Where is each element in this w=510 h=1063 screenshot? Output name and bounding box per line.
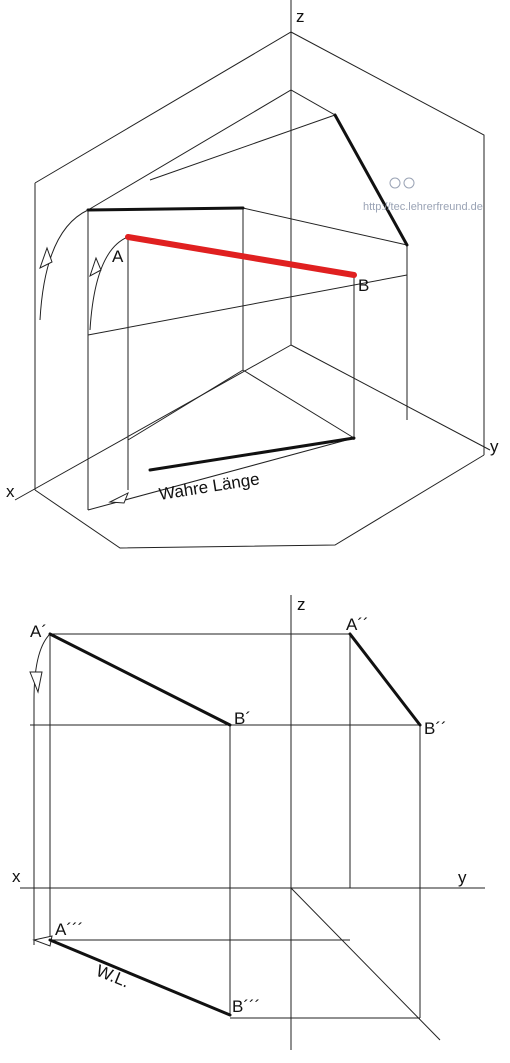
edge-a2-b2 bbox=[348, 632, 422, 727]
point-b1-label: B´ bbox=[234, 709, 251, 728]
point-a1-label: A´ bbox=[30, 622, 47, 641]
axis-y-label: y bbox=[490, 437, 499, 456]
arrow-head-inner bbox=[89, 256, 102, 278]
segment-ab-red bbox=[125, 234, 357, 278]
box-horizontal-projector bbox=[87, 274, 408, 336]
diagonal-45-line bbox=[290, 887, 441, 1041]
arrow-head-rotation bbox=[29, 671, 43, 694]
rotation-arc-bottom bbox=[33, 633, 51, 701]
edge-true-length bbox=[48, 938, 232, 1017]
true-length-label: Wahre Länge bbox=[158, 469, 261, 504]
watermark: http://tec.lehrerfreund.de bbox=[363, 177, 483, 213]
upper-frame bbox=[87, 89, 408, 246]
point-a3-label: A´´´ bbox=[55, 920, 83, 939]
arrow-head-outer bbox=[39, 246, 53, 269]
axis-y-label-2: y bbox=[458, 868, 467, 887]
point-b-label: B bbox=[358, 276, 369, 295]
orthographic-view: z x y A´ B´ A´´ B´´ A´´´ B´´´ W.L. bbox=[12, 595, 485, 1050]
point-a-label: A bbox=[112, 247, 124, 266]
point-a2-label: A´´ bbox=[346, 615, 369, 634]
thick-top-edge bbox=[86, 206, 245, 212]
thick-right-edge bbox=[333, 113, 409, 247]
arrow-head-bottom bbox=[108, 491, 129, 504]
box-floor-edge-1 bbox=[127, 369, 244, 441]
axis-x-label: x bbox=[6, 482, 15, 501]
watermark-text: http://tec.lehrerfreund.de bbox=[363, 201, 483, 213]
axis-z-label-2: z bbox=[297, 595, 306, 614]
wl-label: W.L. bbox=[94, 961, 133, 991]
box-floor-edge-2 bbox=[242, 369, 355, 439]
edge-a1-b1 bbox=[48, 632, 232, 727]
isometric-view: z x y A B Wahre Länge http://tec.lehrerf… bbox=[6, 0, 499, 549]
y-axis-line bbox=[290, 344, 491, 451]
point-b3-label: B´´´ bbox=[232, 997, 260, 1016]
watermark-logo-icon bbox=[389, 177, 401, 189]
plane-outline-front bbox=[34, 454, 485, 549]
point-b2-label: B´´ bbox=[424, 719, 447, 738]
axis-x-label-2: x bbox=[12, 867, 21, 886]
true-length-line bbox=[148, 436, 356, 472]
rotation-arc-inner bbox=[89, 236, 129, 331]
axis-z-label: z bbox=[296, 7, 305, 26]
rotation-arc-outer bbox=[39, 209, 89, 321]
plane-outline-back bbox=[34, 31, 485, 455]
box-bottom-projector bbox=[87, 437, 355, 511]
upper-projector bbox=[149, 114, 336, 181]
